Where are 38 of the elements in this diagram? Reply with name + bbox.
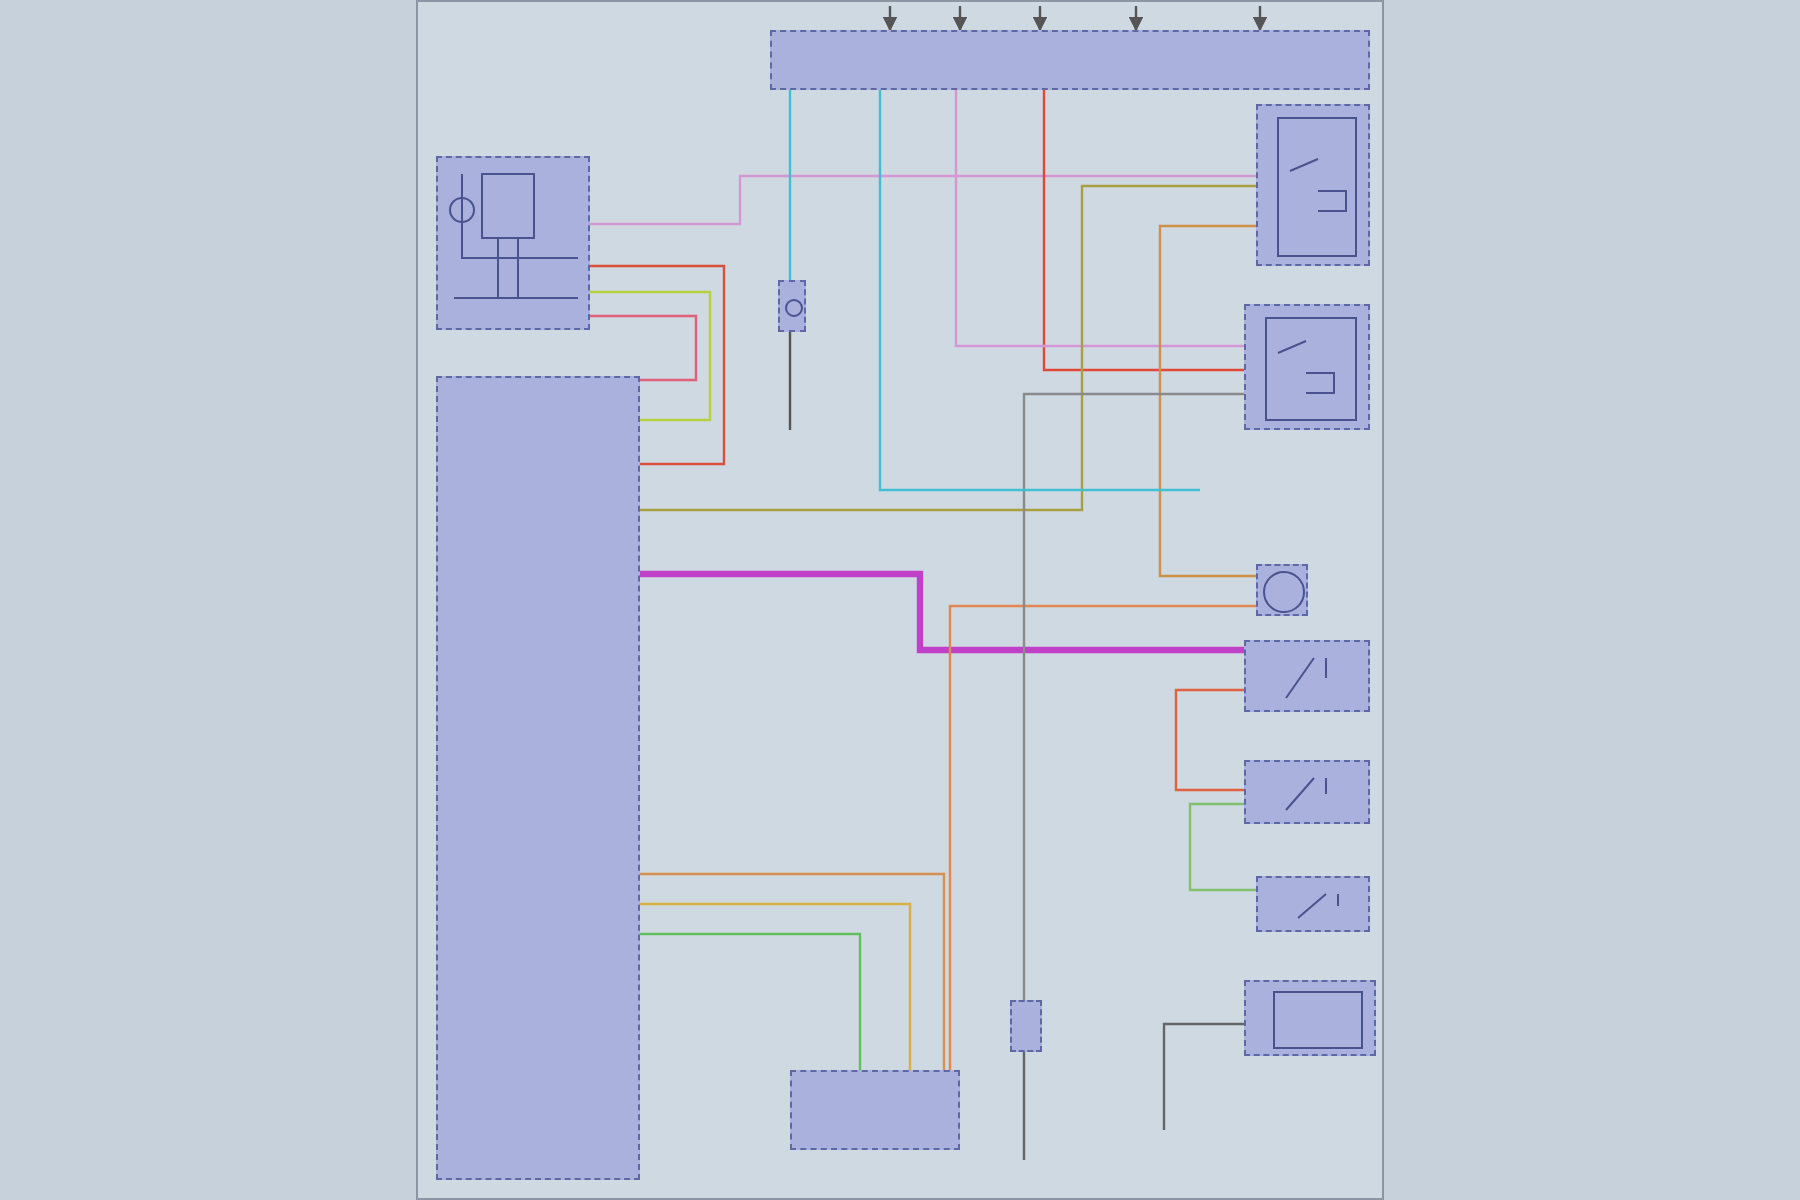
actuator-box <box>790 1070 960 1150</box>
blower-module-box <box>436 156 590 330</box>
switch-box <box>1244 760 1370 824</box>
fuse-block <box>770 30 1370 90</box>
switch-box <box>1244 640 1370 712</box>
supply-arrow <box>1128 6 1144 32</box>
wire <box>590 174 1256 226</box>
wire <box>590 264 726 466</box>
wire <box>640 570 1244 654</box>
supply-arrow <box>882 6 898 32</box>
wire <box>954 90 1244 348</box>
supply-arrow <box>1032 6 1048 32</box>
wire <box>1162 1022 1244 1130</box>
motor-box <box>778 280 806 332</box>
supply-arrow <box>1252 6 1268 32</box>
relay-box <box>1256 104 1370 266</box>
control-unit-box <box>436 376 640 1180</box>
wire <box>640 902 912 1070</box>
wire <box>640 872 946 1070</box>
relay-box <box>1244 304 1370 430</box>
control-module-box <box>1244 980 1376 1056</box>
wire <box>640 184 1256 512</box>
supply-arrow <box>952 6 968 32</box>
wire <box>788 90 792 280</box>
wire <box>590 290 712 422</box>
wire <box>1174 688 1244 792</box>
diode-box <box>1010 1000 1042 1052</box>
wire <box>948 604 1256 1070</box>
wire <box>1022 392 1244 1000</box>
wire <box>788 332 792 430</box>
wire <box>590 314 698 382</box>
wire <box>640 932 862 1070</box>
wire <box>1188 802 1256 892</box>
wire <box>1042 90 1244 372</box>
wire <box>878 90 1200 492</box>
wire <box>1158 224 1256 578</box>
wire <box>1022 1052 1026 1160</box>
pressure-switch-box <box>1256 876 1370 932</box>
